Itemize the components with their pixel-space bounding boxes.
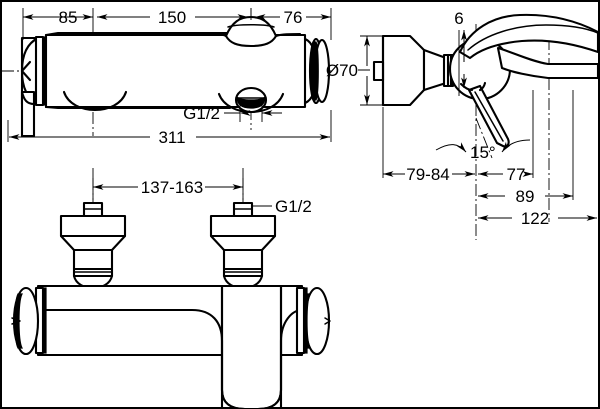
- dim-label-g12-front: G1/2: [275, 197, 312, 216]
- side-lever-angle-centerline: [475, 117, 493, 159]
- dim-label-diameter70: Ø70: [326, 61, 358, 80]
- front-left-endcap-notch: [11, 317, 21, 325]
- front-g12-dimension: G1/2: [241, 197, 312, 216]
- front-spout-body: [220, 284, 283, 409]
- front-body-and-spout: [11, 284, 331, 409]
- front-left-riser: [59, 201, 127, 290]
- plan-lever-hub-arc: [62, 90, 128, 112]
- dim-label-77: 77: [507, 165, 526, 184]
- plan-body-outline: [44, 33, 318, 109]
- side-dim-15deg: 15°: [435, 117, 531, 162]
- dim-label-76: 76: [284, 8, 303, 27]
- dim-label-6: 6: [454, 9, 463, 28]
- plan-wall-plate-notch: [20, 60, 32, 82]
- dim-label-89: 89: [516, 187, 535, 206]
- front-right-endcap-notch: [324, 317, 331, 325]
- dim-15-left-leader: [435, 142, 467, 153]
- dim-label-79-84: 79-84: [406, 165, 449, 184]
- dim-15-right-leader: [501, 139, 531, 153]
- plan-body-bottom-edge: [44, 105, 232, 110]
- dim-label-122: 122: [521, 209, 549, 228]
- front-elevation-view: 137-163 G1/2: [11, 168, 331, 409]
- front-right-endcap-groove: [303, 293, 311, 349]
- side-lever-upper-inner-line: [467, 24, 599, 51]
- side-diameter-dimension: Ø70: [326, 35, 392, 106]
- left-riser-escutcheon: [59, 214, 127, 252]
- side-lever-upper-arm: [458, 13, 600, 60]
- front-left-collar-ring-2: [42, 287, 47, 354]
- side-lever-hub-bottom-right: [478, 81, 487, 92]
- plan-collar-ring-1: [34, 35, 45, 107]
- front-right-collar-ring-1: [295, 286, 306, 355]
- side-wall-escutcheon: [381, 34, 426, 107]
- dim-label-85: 85: [59, 8, 78, 27]
- plan-top-knob: [224, 15, 278, 48]
- plan-dimension-row-top: 85 150 76: [22, 8, 332, 40]
- side-dim-6: 6: [454, 9, 467, 96]
- plan-knob-left-blend: [204, 32, 228, 38]
- plan-overall-dimension: 311: [7, 110, 332, 147]
- front-right-riser: [209, 201, 277, 290]
- dim-label-15deg: 15°: [470, 143, 496, 162]
- plan-body-top-edge: [44, 31, 232, 37]
- dim-label-311: 311: [158, 128, 185, 147]
- plan-top-knob-rim: [227, 24, 275, 28]
- dim-label-150: 150: [158, 8, 186, 27]
- side-lever-down-stem-line: [474, 91, 504, 142]
- side-lever-mid-arm: [496, 46, 600, 80]
- side-body-cone: [422, 48, 448, 92]
- plan-view: 85 150 76 G1/2 311: [2, 8, 332, 147]
- plan-g12-dimension: G1/2: [183, 100, 282, 123]
- side-elevation-view: Ø70 6: [326, 9, 600, 240]
- side-horizontal-dimensions: 79-84 77 89 122: [382, 90, 597, 228]
- dim-label-137-163: 137-163: [141, 178, 203, 197]
- plan-wall-plate-tail-curve: [20, 90, 36, 106]
- plan-knob-right-blend: [274, 32, 302, 38]
- right-riser-escutcheon: [209, 214, 277, 252]
- plan-endcap-groove: [310, 41, 319, 101]
- side-wall-stud: [372, 60, 385, 82]
- front-spacing-dimension: 137-163: [92, 168, 244, 200]
- dim-label-g12-plan: G1/2: [183, 104, 220, 123]
